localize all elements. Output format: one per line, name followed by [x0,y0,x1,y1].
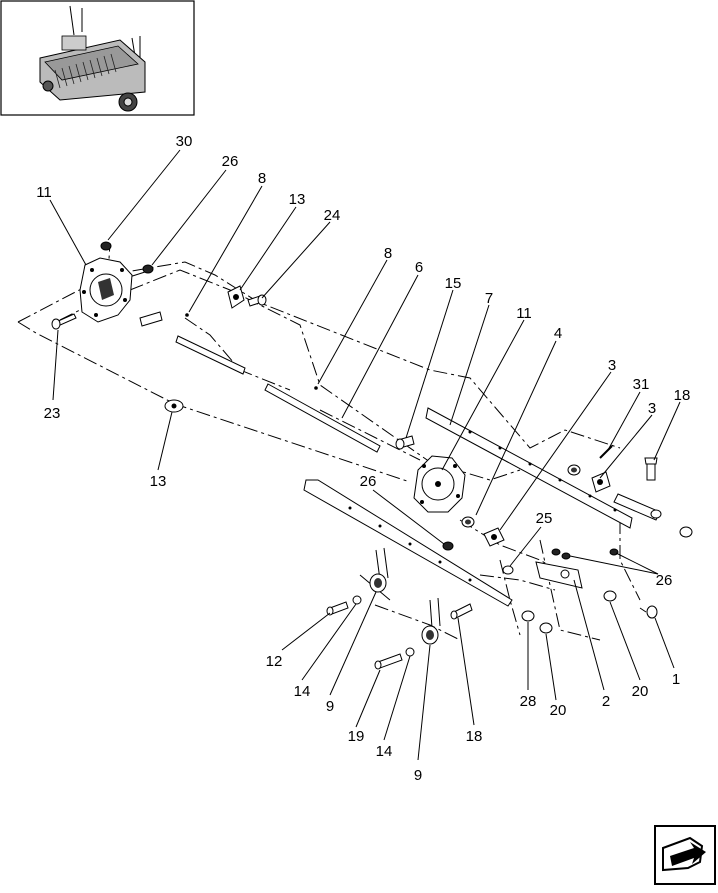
bar-7 [425,407,633,529]
callout-3b: 3 [648,400,656,417]
sprocket-right [413,455,466,513]
bearing-13-left [164,399,184,413]
next-page-button[interactable] [654,825,716,885]
nuts-26-right [551,548,619,560]
nut-30 [100,241,112,251]
callout-1: 1 [672,671,680,688]
callout-26: 26 [222,153,239,170]
callout-30: 30 [176,133,193,150]
callout-20b: 20 [632,683,649,700]
washer-20-right [603,590,617,602]
shaft-left [175,335,246,375]
callout-18: 18 [674,387,691,404]
callout-24: 24 [324,207,341,224]
sprocket-left [79,257,133,323]
pin-31 [599,445,613,459]
spring-9-lower [421,597,441,645]
bolt-15 [395,435,415,450]
callout-28: 28 [520,693,537,710]
thumbnail-box[interactable] [0,0,195,116]
lower-bar [303,479,513,607]
shaft-short [139,311,163,327]
callout-13b: 13 [150,473,167,490]
callout-13: 13 [289,191,306,208]
callout-6: 6 [415,259,423,276]
bearing-3-lower [483,527,505,547]
bearing-3-right [591,471,611,493]
pin-8-left [185,313,189,317]
callout-11b: 11 [516,305,532,322]
bolt-12 [326,601,349,616]
callout-9b: 9 [414,767,422,784]
bolt-18-top [644,457,658,481]
callout-18b: 18 [466,728,483,745]
nut-25 [502,565,514,575]
callout-labels: 30 26 8 13 24 11 8 6 15 7 11 4 3 31 18 3… [36,133,690,784]
washer-20 [539,622,553,634]
callout-19: 19 [348,728,365,745]
callout-26c: 26 [656,572,673,589]
bolt-24 [247,294,267,307]
bracket-2 [535,561,583,589]
callout-31: 31 [633,376,650,393]
callout-14b: 14 [376,743,393,760]
nut-26-mid [442,541,454,551]
baler-machine-icon [39,5,146,112]
callout-8b: 8 [384,245,392,262]
bolt-18-lower [450,603,473,620]
spring-9-upper [369,547,389,593]
bolt-23 [51,313,77,330]
bushing-4 [461,516,475,528]
bolt-1 [639,605,658,619]
callout-15: 15 [445,275,462,292]
callout-8: 8 [258,170,266,187]
washer-14-upper [352,595,362,605]
nut-28 [521,610,535,622]
bearing-13-top [227,285,245,309]
shaft-main-6 [264,383,381,453]
callout-12: 12 [266,653,283,670]
pin-8-right [314,386,318,390]
callout-14: 14 [294,683,311,700]
leader-lines [49,149,681,761]
link-right [613,493,662,521]
callout-25: 25 [536,510,553,527]
callout-3: 3 [608,357,616,374]
nut-right [679,526,693,538]
nut-26-top [142,264,154,274]
callout-20: 20 [550,702,567,719]
callout-7: 7 [485,290,493,307]
callout-26b: 26 [360,473,377,490]
callout-23: 23 [44,405,61,422]
bolt-19 [374,653,403,670]
callout-2: 2 [602,693,610,710]
callout-9: 9 [326,698,334,715]
washer-14-lower [405,647,415,657]
bushing-right [567,464,581,476]
next-page-arrow-icon [662,836,706,872]
callout-4: 4 [554,325,562,342]
callout-11: 11 [36,184,52,201]
